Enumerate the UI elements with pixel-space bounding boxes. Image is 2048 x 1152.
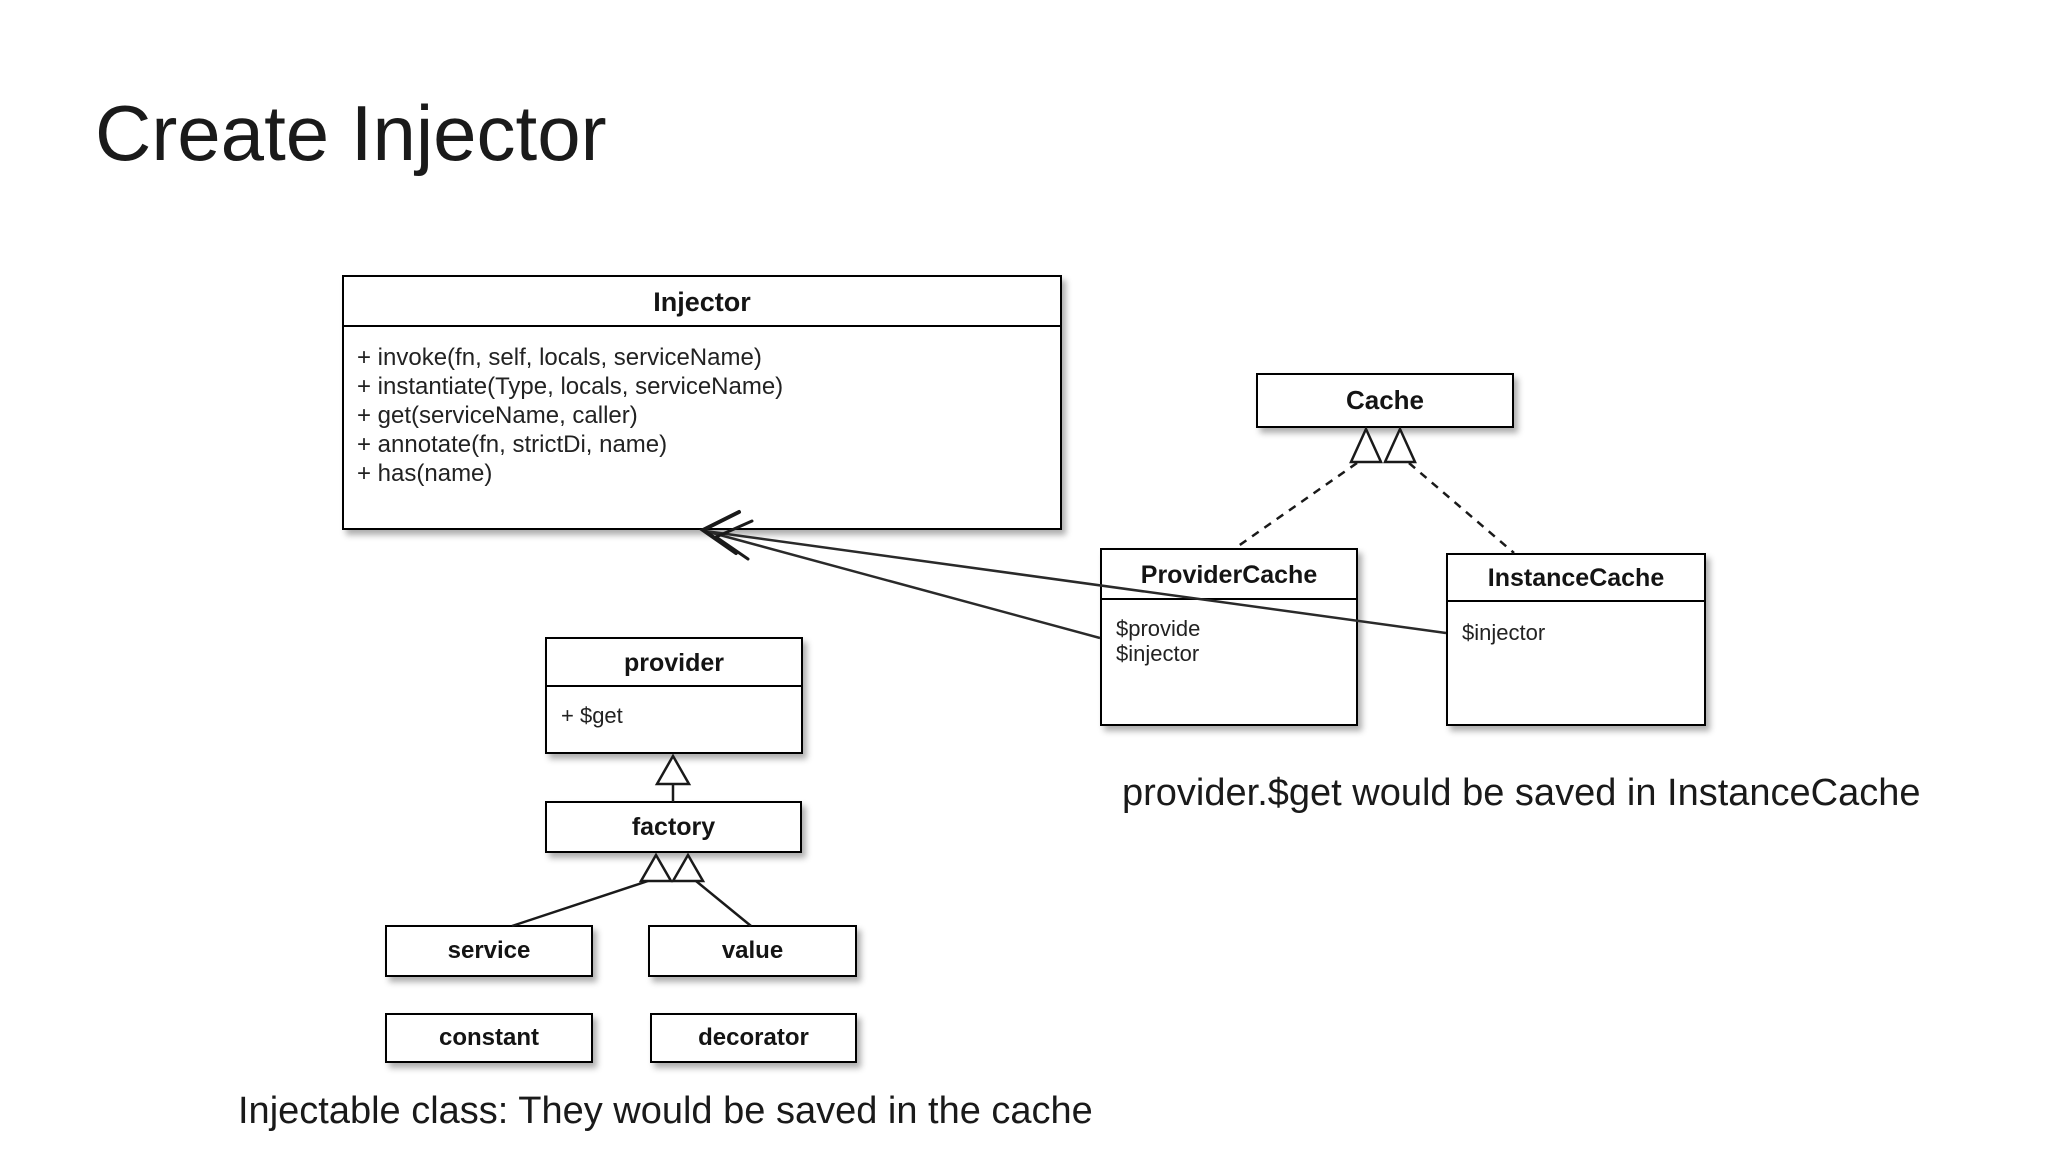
uml-member: + instantiate(Type, locals, serviceName): [357, 373, 784, 400]
uml-class-value: value: [648, 925, 857, 977]
uml-class-injector-title: Injector: [344, 277, 1060, 327]
uml-class-provider-title: provider: [547, 639, 801, 687]
uml-class-provider: provider + $get: [545, 637, 803, 754]
uml-class-provider-cache-members: $provide $injector: [1102, 600, 1356, 666]
uml-member: $injector: [1462, 620, 1546, 645]
hollow-triangle-icon: [638, 852, 674, 883]
line-service-to-factory: [511, 879, 649, 928]
uml-class-service: service: [385, 925, 593, 977]
uml-class-cache: Cache: [1256, 373, 1514, 428]
dashed-line-instancecache-to-cache: [1408, 462, 1515, 554]
uml-class-service-title: service: [447, 937, 531, 964]
uml-class-provider-members: + $get: [547, 687, 801, 728]
uml-member: + annotate(fn, strictDi, name): [357, 431, 668, 458]
hollow-triangle-icon: [670, 852, 706, 883]
hollow-triangle-icon: [1383, 425, 1417, 464]
uml-member: $provide: [1116, 616, 1201, 641]
note-instance-cache: provider.$get would be saved in Instance…: [1122, 772, 1921, 814]
uml-class-value-title: value: [721, 937, 784, 964]
uml-member: + $get: [561, 703, 623, 728]
uml-class-instance-cache-title: InstanceCache: [1448, 555, 1704, 602]
uml-class-decorator-title: decorator: [698, 1024, 809, 1051]
uml-class-instance-cache-members: $injector: [1448, 602, 1704, 645]
dashed-line-providercache-to-cache: [1233, 461, 1358, 551]
note-injectable-class: Injectable class: They would be saved in…: [238, 1090, 1093, 1132]
page-title: Create Injector: [95, 89, 607, 177]
uml-member: + get(serviceName, caller): [357, 402, 638, 429]
uml-member: $injector: [1116, 641, 1200, 666]
uml-class-provider-cache: ProviderCache $provide $injector: [1100, 548, 1358, 726]
line-value-to-factory: [695, 880, 752, 927]
hollow-triangle-icon: [1349, 425, 1383, 464]
uml-member: + has(name): [357, 460, 493, 487]
uml-class-injector: Injector + invoke(fn, self, locals, serv…: [342, 275, 1062, 530]
uml-class-instance-cache: InstanceCache $injector: [1446, 553, 1706, 726]
uml-class-provider-cache-title: ProviderCache: [1102, 550, 1356, 600]
uml-class-cache-title: Cache: [1345, 385, 1425, 415]
uml-member: + invoke(fn, self, locals, serviceName): [357, 344, 762, 371]
uml-class-constant: constant: [385, 1013, 593, 1063]
uml-class-factory-title: factory: [631, 813, 716, 841]
hollow-triangle-icon: [654, 753, 692, 786]
uml-class-factory: factory: [545, 801, 802, 853]
line-providercache-to-injector: [704, 529, 1101, 640]
uml-class-injector-members: + invoke(fn, self, locals, serviceName) …: [344, 327, 1060, 488]
uml-class-decorator: decorator: [650, 1013, 857, 1063]
uml-class-constant-title: constant: [438, 1024, 539, 1051]
